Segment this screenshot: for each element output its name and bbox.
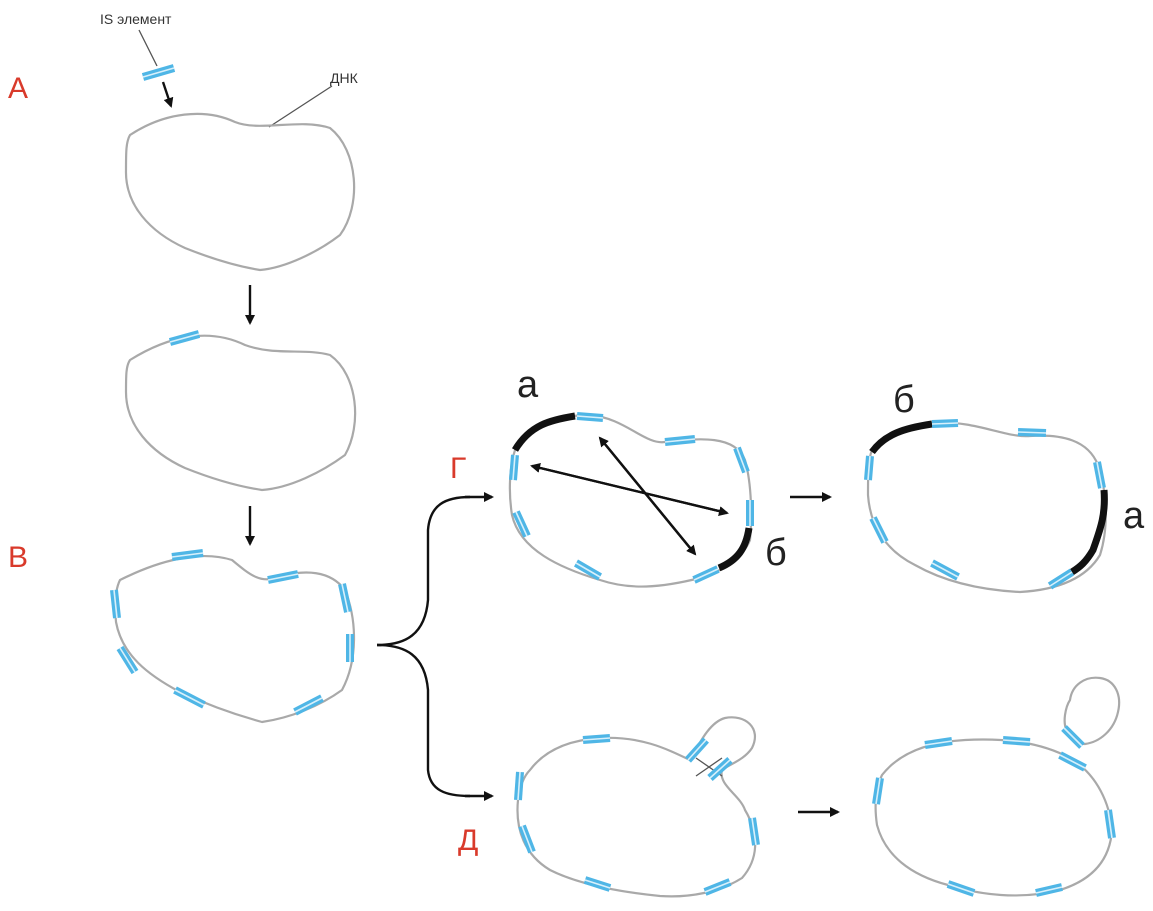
- inverted-segment-b: [869, 420, 933, 455]
- is-elements-result-d: [872, 736, 1116, 897]
- segment-label-a-result: а: [1123, 495, 1145, 537]
- is-elements-result-g: [864, 419, 1106, 590]
- insertion-arrow: [161, 81, 174, 108]
- segment-label-a-g: а: [517, 364, 539, 406]
- is-element-pointer-line: [138, 29, 158, 67]
- step-label-d: Д: [458, 824, 478, 857]
- dna-pointer-line: [268, 85, 333, 128]
- step-label-g: Г: [450, 452, 466, 485]
- is-element-excised: [1061, 725, 1085, 749]
- swap-arrow-1-back: [598, 436, 696, 555]
- is-elements-stage-g: [509, 412, 754, 584]
- is-element-inserted: [168, 330, 201, 346]
- dna-ring-after-deletion: [874, 738, 1114, 897]
- swap-arrow-2-back: [530, 463, 728, 515]
- is-elements-stage-d: [514, 734, 760, 896]
- inversion-segment-a: [511, 412, 576, 452]
- free-is-element: [141, 64, 176, 81]
- dna-ring-initial: [124, 112, 356, 272]
- dna-ring-inversion: [508, 413, 753, 588]
- dna-ring-one-is: [124, 334, 357, 492]
- dna-ring-inverted: [866, 421, 1107, 594]
- segment-label-b-result: б: [893, 379, 915, 421]
- dna-label: ДНК: [330, 70, 359, 86]
- is-elements-stage-v: [110, 549, 354, 716]
- branch-brace: [376, 495, 471, 647]
- step-label-v: В: [8, 541, 28, 574]
- is-element-label: IS элемент: [100, 11, 172, 27]
- branch-brace-lower: [376, 643, 471, 798]
- recombination-cross-2: [695, 757, 723, 777]
- dna-ring-many-is: [114, 554, 356, 724]
- dna-ring-deletion-loop: [516, 716, 757, 898]
- segment-label-b-g: б: [765, 532, 787, 574]
- inversion-segment-b: [717, 527, 753, 572]
- inverted-segment-a: [1070, 489, 1108, 575]
- step-label-a: А: [8, 72, 28, 105]
- excised-circle: [1063, 676, 1121, 746]
